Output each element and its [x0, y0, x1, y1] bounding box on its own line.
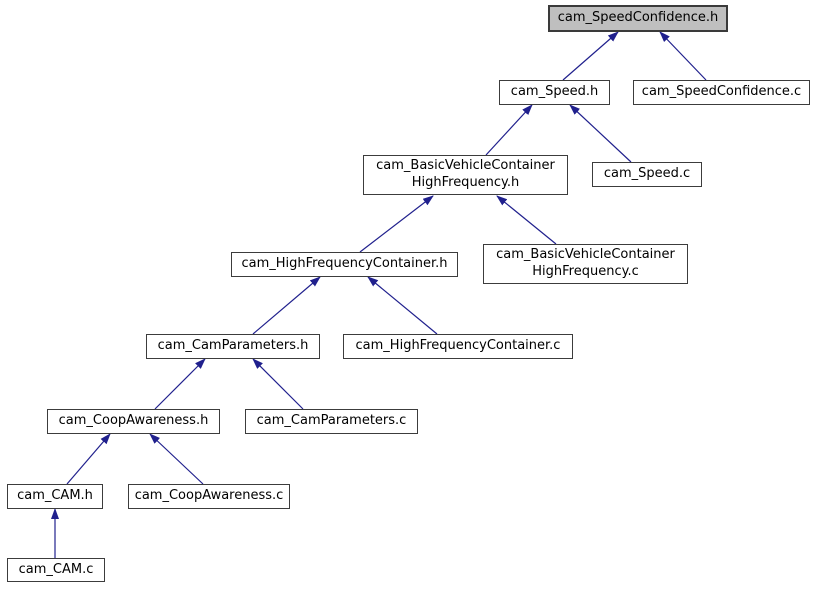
node-cam-coopawareness-h[interactable]: cam_CoopAwareness.h: [47, 409, 220, 434]
node-cam-speed-h[interactable]: cam_Speed.h: [499, 80, 610, 105]
edge-cam_Speed.c-to-cam_Speed.h: [569, 104, 632, 163]
edge-cam_HighFrequencyContainer.c-to-cam_HighFrequencyContainer.h: [367, 276, 438, 335]
node-cam-speed-c[interactable]: cam_Speed.c: [592, 162, 702, 187]
edge-cam_HighFrequencyContainer.h-to-cam_BasicVehicleContainerHighFrequency.h: [359, 195, 434, 253]
edge-cam_BasicVehicleContainerHighFrequency.h-to-cam_Speed.h: [485, 104, 533, 156]
edge-cam_Speed.h-to-cam_SpeedConfidence.h: [562, 31, 619, 81]
node-cam-camparameters-c[interactable]: cam_CamParameters.c: [245, 409, 418, 434]
node-cam-basicvehiclecontainerhighfrequency-c[interactable]: cam_BasicVehicleContainer HighFrequency.…: [483, 244, 688, 284]
edge-cam_CamParameters.h-to-cam_HighFrequencyContainer.h: [252, 276, 321, 335]
edge-cam_CoopAwareness.c-to-cam_CoopAwareness.h: [149, 433, 204, 485]
edge-cam_CAM.h-to-cam_CoopAwareness.h: [66, 433, 111, 485]
node-cam-speedconfidence-h: cam_SpeedConfidence.h: [548, 5, 728, 32]
edge-cam_CamParameters.c-to-cam_CamParameters.h: [252, 358, 304, 410]
node-cam-camparameters-h[interactable]: cam_CamParameters.h: [146, 334, 320, 359]
edge-cam_CoopAwareness.h-to-cam_CamParameters.h: [154, 358, 206, 410]
node-cam-coopawareness-c[interactable]: cam_CoopAwareness.c: [128, 484, 290, 509]
edge-cam_SpeedConfidence.c-to-cam_SpeedConfidence.h: [659, 31, 707, 81]
node-cam-cam-h[interactable]: cam_CAM.h: [7, 484, 103, 509]
node-cam-speedconfidence-c[interactable]: cam_SpeedConfidence.c: [633, 80, 810, 105]
node-cam-cam-c[interactable]: cam_CAM.c: [7, 558, 105, 582]
node-cam-highfrequencycontainer-h[interactable]: cam_HighFrequencyContainer.h: [231, 252, 458, 277]
node-cam-highfrequencycontainer-c[interactable]: cam_HighFrequencyContainer.c: [343, 334, 573, 359]
node-cam-basicvehiclecontainerhighfrequency-h[interactable]: cam_BasicVehicleContainer HighFrequency.…: [363, 155, 568, 195]
edge-cam_BasicVehicleContainerHighFrequency.c-to-cam_BasicVehicleContainerHighFrequency.h: [496, 195, 557, 245]
